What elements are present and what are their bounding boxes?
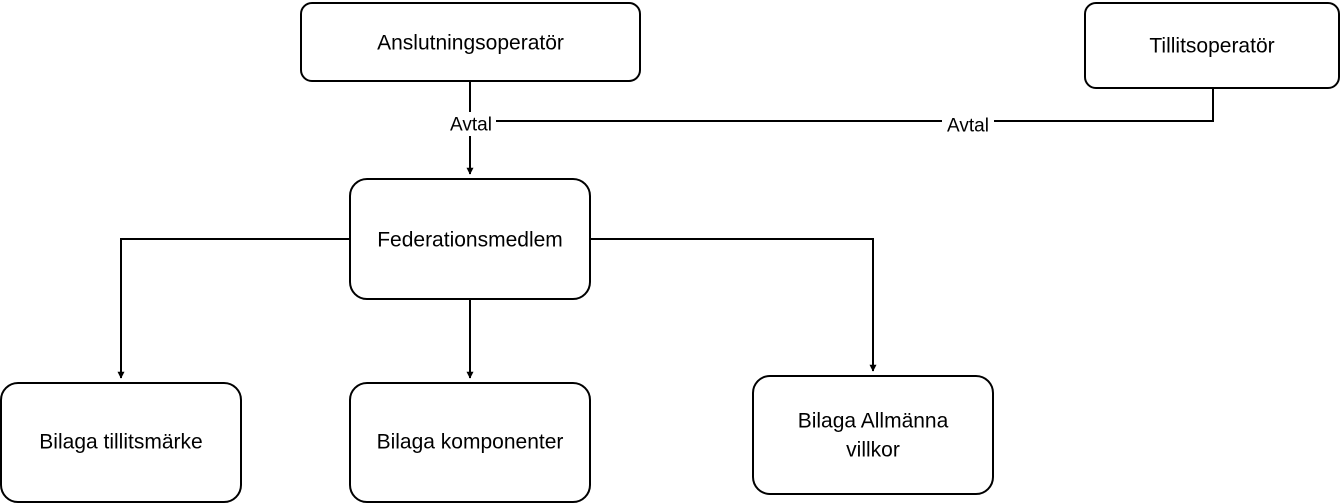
node-tillitsoperator-label: Tillitsoperatör — [1149, 35, 1274, 58]
node-bilaga-allmanna-villkor-label-line1: Bilaga Allmänna — [798, 410, 949, 433]
avtal-label-tillit: Avtal — [947, 116, 989, 137]
edge-federation-to-tillitsmarke — [117, 238, 350, 379]
node-bilaga-allmanna-villkor-label-line2: villkor — [846, 439, 900, 462]
avtal-label-anslutning: Avtal — [450, 115, 492, 136]
node-tillitsoperator[interactable]: Tillitsoperatör — [1084, 2, 1340, 89]
node-bilaga-allmanna-villkor[interactable]: Bilaga Allmänna villkor — [752, 375, 994, 495]
edge-federation-to-allmanna-villkor — [590, 238, 877, 372]
node-bilaga-tillitsmarke[interactable]: Bilaga tillitsmärke — [0, 382, 242, 503]
edge-tillit-to-federation — [470, 88, 1214, 122]
node-bilaga-komponenter[interactable]: Bilaga komponenter — [349, 382, 591, 503]
node-anslutningsoperator-label: Anslutningsoperatör — [377, 32, 564, 55]
node-federationsmedlem[interactable]: Federationsmedlem — [349, 178, 591, 300]
node-federationsmedlem-label: Federationsmedlem — [377, 229, 563, 252]
edge-label-avtal-anslutning: Avtal — [446, 112, 496, 136]
node-anslutningsoperator[interactable]: Anslutningsoperatör — [300, 2, 641, 82]
node-bilaga-komponenter-label: Bilaga komponenter — [377, 431, 564, 454]
edge-label-avtal-tillit: Avtal — [942, 113, 994, 137]
node-bilaga-tillitsmarke-label: Bilaga tillitsmärke — [39, 431, 202, 454]
